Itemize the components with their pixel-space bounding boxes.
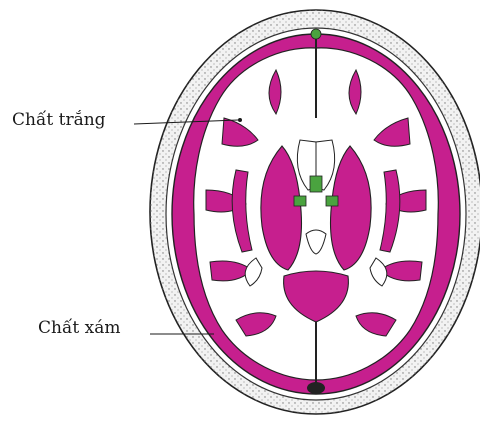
gray-matter-label: Chất xám [38,318,120,338]
white-matter-label: Chất trắng [12,110,106,130]
